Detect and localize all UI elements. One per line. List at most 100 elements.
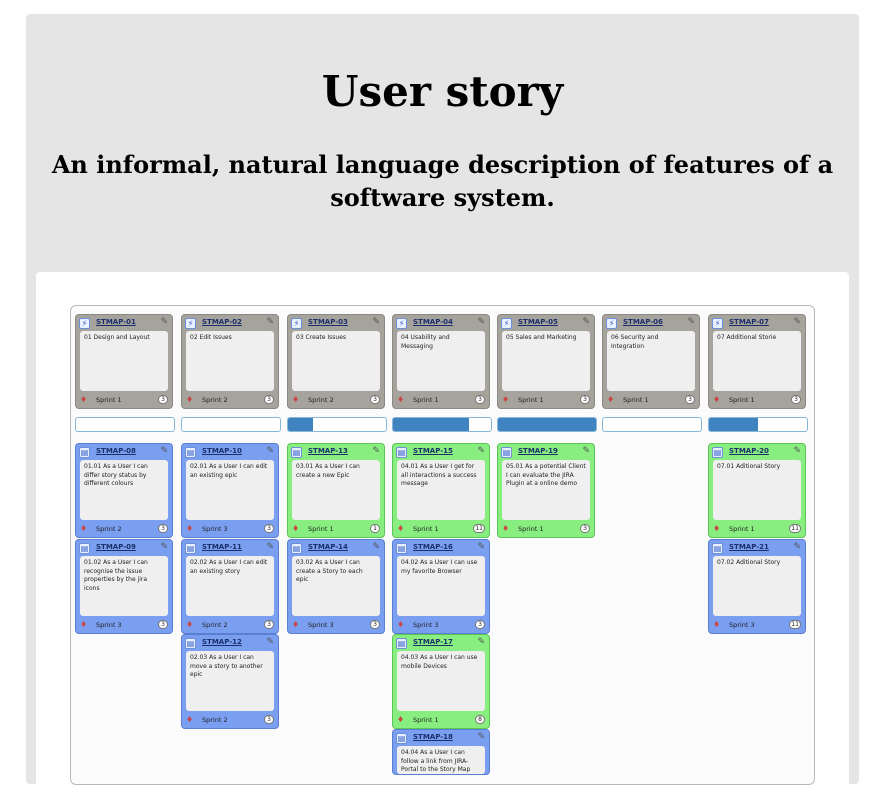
issue-key-link[interactable]: STMAP-18 — [413, 733, 453, 741]
pencil-icon[interactable]: ✎ — [372, 317, 380, 327]
pencil-icon[interactable]: ✎ — [266, 446, 274, 456]
story-card[interactable]: ▤STMAP-13✎03.01 As a User I can create a… — [287, 443, 385, 538]
pencil-icon[interactable]: ✎ — [266, 317, 274, 327]
priority-icon: ♦ — [502, 524, 510, 533]
issue-key-link[interactable]: STMAP-16 — [413, 543, 453, 551]
pencil-icon[interactable]: ✎ — [793, 542, 801, 552]
issue-key-link[interactable]: STMAP-02 — [202, 318, 242, 326]
pencil-icon[interactable]: ✎ — [266, 637, 274, 647]
story-card[interactable]: ⚡STMAP-04✎04 Usability and Messaging♦Spr… — [392, 314, 490, 409]
issue-key-link[interactable]: STMAP-01 — [96, 318, 136, 326]
pencil-icon[interactable]: ✎ — [793, 446, 801, 456]
progress-fill — [288, 418, 313, 431]
pencil-icon[interactable]: ✎ — [477, 317, 485, 327]
issue-key-link[interactable]: STMAP-17 — [413, 638, 453, 646]
story-type-icon: ▤ — [712, 447, 723, 458]
story-card[interactable]: ▤STMAP-21✎07.02 Aditional Story♦Sprint 3… — [708, 539, 806, 634]
pencil-icon[interactable]: ✎ — [160, 542, 168, 552]
priority-icon: ♦ — [80, 395, 88, 404]
story-card[interactable]: ▤STMAP-19✎05.01 As a potential Client I … — [497, 443, 595, 538]
story-card[interactable]: ▤STMAP-14✎03.02 As a User I can create a… — [287, 539, 385, 634]
issue-key-link[interactable]: STMAP-14 — [308, 543, 348, 551]
sprint-label: Sprint 1 — [96, 396, 122, 404]
issue-key-link[interactable]: STMAP-20 — [729, 447, 769, 455]
priority-icon: ♦ — [292, 524, 300, 533]
story-card[interactable]: ▤STMAP-12✎02.03 As a User I can move a s… — [181, 634, 279, 729]
story-card[interactable]: ▤STMAP-20✎07.01 Aditional Story♦Sprint 1… — [708, 443, 806, 538]
story-card[interactable]: ▤STMAP-11✎02.02 As a User I can edit an … — [181, 539, 279, 634]
pencil-icon[interactable]: ✎ — [582, 446, 590, 456]
story-card[interactable]: ▤STMAP-10✎02.01 As a User I can edit an … — [181, 443, 279, 538]
priority-icon: ♦ — [713, 524, 721, 533]
story-card[interactable]: ▤STMAP-18✎04.04 As a User I can follow a… — [392, 729, 490, 775]
sprint-label: Sprint 3 — [308, 621, 334, 629]
issue-key-link[interactable]: STMAP-12 — [202, 638, 242, 646]
progress-fill — [709, 418, 758, 431]
story-points-badge: 3 — [475, 395, 485, 404]
card-header: ▤ STMAP-20 ✎ — [709, 444, 805, 460]
issue-key-link[interactable]: STMAP-08 — [96, 447, 136, 455]
card-summary: 05 Sales and Marketing — [502, 331, 590, 391]
pencil-icon[interactable]: ✎ — [160, 317, 168, 327]
issue-key-link[interactable]: STMAP-13 — [308, 447, 348, 455]
pencil-icon[interactable]: ✎ — [477, 542, 485, 552]
pencil-icon[interactable]: ✎ — [582, 317, 590, 327]
pencil-icon[interactable]: ✎ — [160, 446, 168, 456]
issue-key-link[interactable]: STMAP-05 — [518, 318, 558, 326]
story-points-badge: 3 — [264, 524, 274, 533]
issue-key-link[interactable]: STMAP-19 — [518, 447, 558, 455]
pencil-icon[interactable]: ✎ — [477, 732, 485, 742]
pencil-icon[interactable]: ✎ — [477, 446, 485, 456]
story-points-badge: 11 — [789, 620, 801, 629]
card-summary: 02 Edit Issues — [186, 331, 274, 391]
story-card[interactable]: ⚡STMAP-06✎06 Security and Integration♦Sp… — [602, 314, 700, 409]
page-title: User story — [321, 67, 564, 116]
pencil-icon[interactable]: ✎ — [372, 446, 380, 456]
pencil-icon[interactable]: ✎ — [793, 317, 801, 327]
lightning-icon: ⚡ — [79, 318, 90, 329]
issue-key-link[interactable]: STMAP-06 — [623, 318, 663, 326]
story-points-badge: 3 — [158, 395, 168, 404]
priority-icon: ♦ — [397, 620, 405, 629]
issue-key-link[interactable]: STMAP-03 — [308, 318, 348, 326]
story-card[interactable]: ▤STMAP-09✎01.02 As a User I can recognis… — [75, 539, 173, 634]
issue-key-link[interactable]: STMAP-21 — [729, 543, 769, 551]
issue-key-link[interactable]: STMAP-07 — [729, 318, 769, 326]
issue-key-link[interactable]: STMAP-10 — [202, 447, 242, 455]
story-points-badge: 3 — [580, 524, 590, 533]
issue-key-link[interactable]: STMAP-15 — [413, 447, 453, 455]
issue-key-link[interactable]: STMAP-09 — [96, 543, 136, 551]
pencil-icon[interactable]: ✎ — [477, 637, 485, 647]
issue-key-link[interactable]: STMAP-11 — [202, 543, 242, 551]
story-points-badge: 1 — [370, 524, 380, 533]
progress-fill — [498, 418, 596, 431]
story-card[interactable]: ⚡STMAP-05✎05 Sales and Marketing♦Sprint … — [497, 314, 595, 409]
sprint-label: Sprint 1 — [518, 396, 544, 404]
sprint-label: Sprint 2 — [202, 396, 228, 404]
pencil-icon[interactable]: ✎ — [687, 317, 695, 327]
sprint-label: Sprint 1 — [308, 525, 334, 533]
pencil-icon[interactable]: ✎ — [266, 542, 274, 552]
pencil-icon[interactable]: ✎ — [372, 542, 380, 552]
story-card[interactable]: ▤STMAP-17✎04.03 As a User I can use mobi… — [392, 634, 490, 729]
card-summary: 02.01 As a User I can edit an existing e… — [186, 460, 274, 520]
issue-key-link[interactable]: STMAP-04 — [413, 318, 453, 326]
story-card[interactable]: ▤STMAP-08✎01.01 As a User I can differ s… — [75, 443, 173, 538]
priority-icon: ♦ — [292, 620, 300, 629]
story-card[interactable]: ▤STMAP-16✎04.02 As a User I can use my f… — [392, 539, 490, 634]
card-header: ▤STMAP-12✎ — [182, 635, 278, 651]
epic-progress-bar — [75, 417, 175, 432]
story-card[interactable]: ▤STMAP-15✎04.01 As a User I get for all … — [392, 443, 490, 538]
card-summary: 02.02 As a User I can edit an existing s… — [186, 556, 274, 616]
